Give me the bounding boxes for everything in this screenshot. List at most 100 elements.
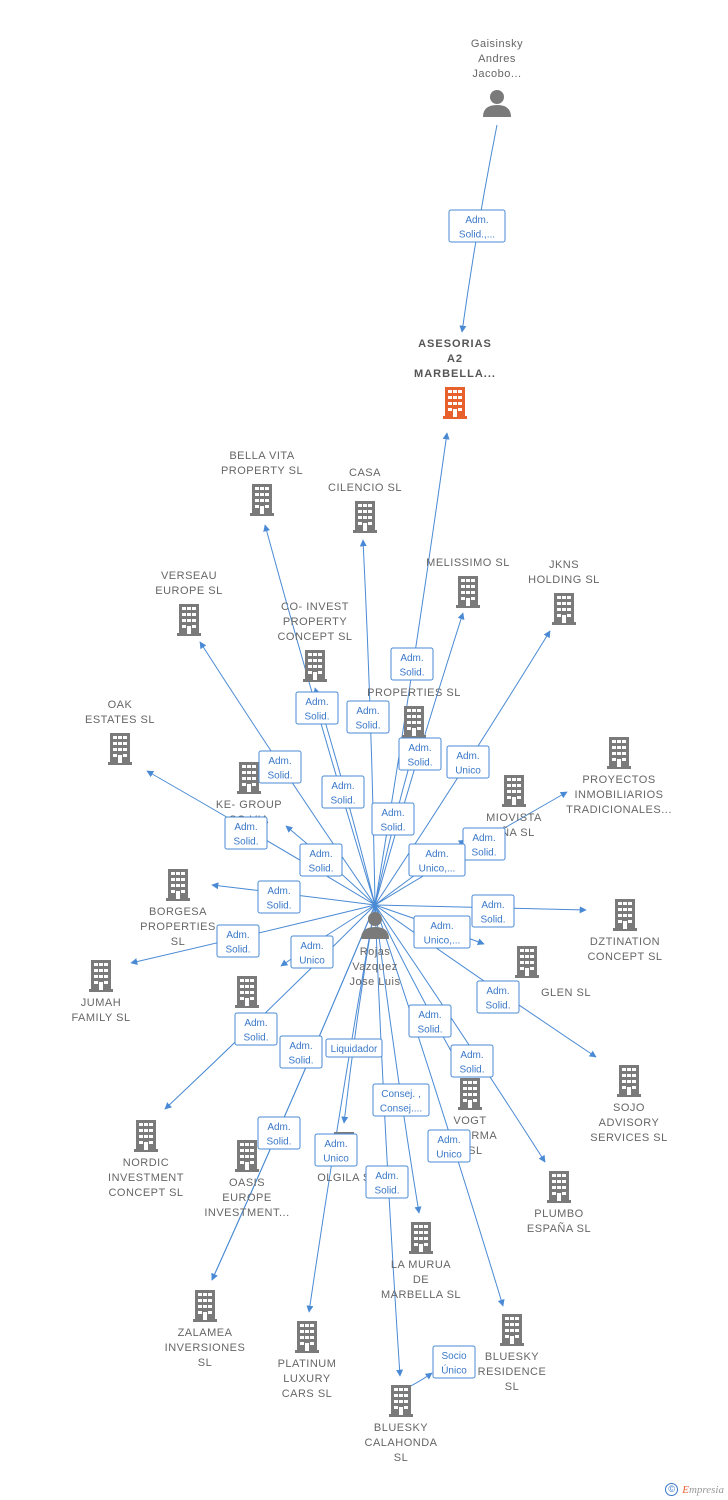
edge-label-rojas-kegroup[interactable]: Adm.Solid. bbox=[299, 843, 343, 877]
edge-label-text: Adm. bbox=[400, 653, 423, 664]
node-melissimo[interactable]: MELISSIMO SL bbox=[426, 557, 510, 608]
edge-label-rojas-vogt[interactable]: Adm.Solid. bbox=[408, 1004, 452, 1038]
edge-label-rojas-asesorias[interactable]: Adm. Solid. bbox=[390, 647, 434, 681]
node-gaisinsky[interactable]: GaisinskyAndresJacobo... bbox=[471, 38, 523, 117]
node-label: SOJO bbox=[613, 1102, 645, 1114]
node-label: INVESTMENT... bbox=[204, 1207, 289, 1219]
node-properties[interactable]: PROPERTIES SL bbox=[367, 687, 461, 738]
edge-label-text: Liquidador bbox=[331, 1044, 378, 1055]
node-label: FAMILY SL bbox=[71, 1012, 130, 1024]
edge-label-rojas-melissimo[interactable]: Adm.Solid. bbox=[398, 737, 442, 771]
node-label: MIOVISTA bbox=[486, 812, 542, 824]
brand-logo[interactable]: Empresia bbox=[682, 1483, 724, 1496]
edge-label-rojas-casa[interactable]: Adm.Solid. bbox=[346, 700, 390, 734]
edge-label-box bbox=[257, 1116, 301, 1150]
building-icon bbox=[409, 1222, 433, 1254]
edge-label-text: Solid. bbox=[471, 848, 496, 859]
edge-label-text: Solid. bbox=[304, 712, 329, 723]
edge-label-text: Unico bbox=[323, 1154, 349, 1165]
edge-label-text: Solid. bbox=[266, 901, 291, 912]
node-label: JKNS bbox=[549, 559, 579, 571]
edge-label-text: Adm. bbox=[300, 941, 323, 952]
node-label: PROYECTOS bbox=[582, 774, 655, 786]
node-olgila[interactable]: OLGILA S bbox=[317, 1132, 371, 1184]
node-proyectos[interactable]: PROYECTOSINMOBILIARIOSTRADICIONALES... bbox=[566, 737, 672, 816]
node-oasis[interactable]: OASISEUROPEINVESTMENT... bbox=[204, 1140, 289, 1219]
edge-label-box bbox=[314, 1133, 358, 1167]
edge-label-rojas-oasis[interactable]: Liquidador bbox=[325, 1038, 383, 1058]
edge-label-text: Solid. bbox=[225, 945, 250, 956]
building-icon bbox=[607, 737, 631, 769]
edge-label-rojas-miovista[interactable]: Adm.Unico,... bbox=[408, 843, 466, 877]
edge-label-text: Adm. bbox=[486, 986, 509, 997]
node-label: CARS SL bbox=[282, 1388, 333, 1400]
edge-label-box bbox=[321, 775, 365, 809]
edge-rojas-nordic bbox=[164, 904, 376, 1110]
edge-label-rojas-zalamea[interactable]: Adm. Solid. bbox=[257, 1116, 301, 1150]
edge-label-text: Solid. bbox=[459, 1065, 484, 1076]
edge-label-rojas-proyectos[interactable]: Adm. Solid. bbox=[462, 827, 506, 861]
edge-label-rojas-lamurua[interactable]: Consej. ,Consej.... bbox=[372, 1083, 430, 1117]
building-icon bbox=[89, 960, 113, 992]
edge-label-rojas-borgesa[interactable]: Adm.Solid. bbox=[257, 880, 301, 914]
edge-label-rojas-blriv[interactable]: Adm.Unico bbox=[290, 935, 334, 969]
edge-label-rojas-properties[interactable]: Adm.Solid. bbox=[371, 802, 415, 836]
edge-label-rojas-bellavita[interactable]: Adm.Solid. bbox=[295, 691, 339, 725]
edge-label-text: Solid. bbox=[267, 771, 292, 782]
node-label: BELLA VITA bbox=[229, 450, 294, 462]
edge-label-rojas-coinvest[interactable]: Adm.Solid. bbox=[321, 775, 365, 809]
edge-label-rojas-nordic[interactable]: Adm.Solid. bbox=[234, 1012, 278, 1046]
node-asesorias[interactable]: ASESORIASA2MARBELLA... bbox=[414, 338, 496, 419]
node-glen[interactable]: GLEN SL bbox=[515, 946, 591, 999]
node-label: KE- GROUP bbox=[216, 799, 282, 811]
edge-label-gaisinsky-asesorias[interactable]: Adm.Solid.,... bbox=[448, 209, 506, 243]
edge-label-text: Unico bbox=[436, 1150, 462, 1161]
edge-label-rojas-glen[interactable]: Adm.Unico,... bbox=[413, 915, 471, 949]
edge-label-rojas-blueskycal[interactable]: Adm.Solid. bbox=[365, 1165, 409, 1199]
edge-label-text: Solid. bbox=[355, 721, 380, 732]
node-label: VERSEAU bbox=[161, 570, 217, 582]
edge-label-rojas-blueskyres[interactable]: Adm. Unico bbox=[427, 1129, 471, 1163]
edge-label-box bbox=[408, 843, 466, 877]
edge-label-text: Adm. bbox=[234, 822, 257, 833]
edge-label-text: Adm. bbox=[267, 1122, 290, 1133]
edge-label-rojas-oak[interactable]: Adm.Solid. bbox=[224, 816, 268, 850]
edge-label-text: Solid. bbox=[480, 915, 505, 926]
edge-label-rojas-olgila[interactable]: Adm.Solid. bbox=[279, 1035, 323, 1069]
edge-label-text: Adm. bbox=[472, 833, 495, 844]
edge-label-text: Adm. bbox=[437, 1135, 460, 1146]
edge-rojas-zalamea bbox=[211, 904, 376, 1281]
edge-label-rojas-verseau[interactable]: Adm.Solid. bbox=[258, 750, 302, 784]
edge-label-rojas-sojo[interactable]: Adm.Solid. bbox=[476, 980, 520, 1014]
node-label: Gaisinsky bbox=[471, 38, 523, 50]
edge-label-rojas-jkns[interactable]: Adm.Unico bbox=[446, 745, 490, 779]
edge-label-text: Solid. bbox=[399, 668, 424, 679]
node-label: MARBELLA SL bbox=[381, 1289, 461, 1301]
edge-label-text: Adm. bbox=[381, 808, 404, 819]
edge-label-text: Consej.... bbox=[380, 1104, 422, 1115]
edge-label-rojas-platinum[interactable]: Adm.Unico bbox=[314, 1133, 358, 1167]
edge-label-text: Solid. bbox=[266, 1137, 291, 1148]
edge-label-rojas-plumbo[interactable]: Adm.Solid. bbox=[450, 1044, 494, 1078]
edge-label-rojas-dztination[interactable]: Adm.Solid. bbox=[471, 894, 515, 928]
edge-label-rojas-jumah[interactable]: Adm.Solid. bbox=[216, 924, 260, 958]
